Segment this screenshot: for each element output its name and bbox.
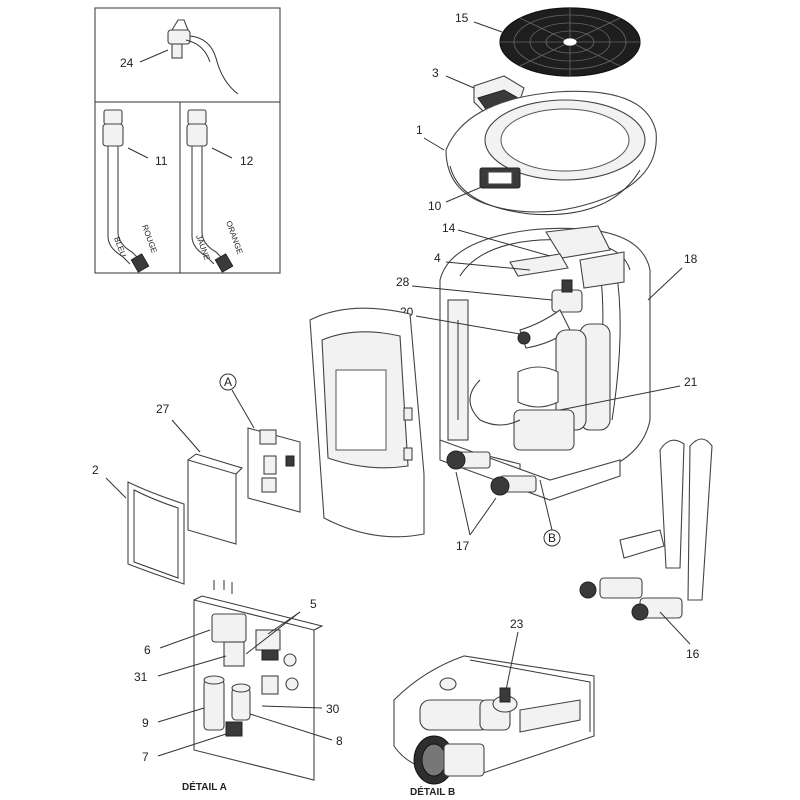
callout-7: 7 xyxy=(142,750,149,764)
callout-18: 18 xyxy=(684,252,698,266)
callout-12: 12 xyxy=(240,154,254,168)
part-12-probe xyxy=(186,109,234,273)
callout-9: 9 xyxy=(142,716,149,730)
part-17-unions xyxy=(439,439,621,501)
leader-8 xyxy=(249,713,333,741)
leader-detail-b xyxy=(539,479,553,531)
leader-16 xyxy=(659,611,691,645)
callout-17: 17 xyxy=(456,539,470,553)
leader-28 xyxy=(411,285,553,301)
callout-3: 3 xyxy=(432,66,439,80)
callout-21: 21 xyxy=(684,375,698,389)
leader-9 xyxy=(157,707,205,723)
callout-6: 6 xyxy=(144,643,151,657)
leader-27 xyxy=(171,419,201,453)
part-11-probe xyxy=(102,109,150,273)
callout-31: 31 xyxy=(134,670,148,684)
detail-a-marker xyxy=(219,373,237,391)
part-2-side-panel xyxy=(127,481,185,585)
callout-27: 27 xyxy=(156,402,170,416)
detail-b-caption: DÉTAIL B xyxy=(410,785,455,798)
leader-15 xyxy=(473,21,503,33)
leader-24 xyxy=(139,49,169,63)
detail-b-marker-label: B xyxy=(548,531,556,545)
leader-2 xyxy=(105,477,127,499)
leader-17a xyxy=(455,471,471,536)
callout-30: 30 xyxy=(326,702,340,716)
detail-a-caption-letter: A xyxy=(220,782,227,793)
leader-23 xyxy=(505,631,519,691)
part-15-fan-guard xyxy=(499,7,641,77)
leader-18 xyxy=(647,267,683,301)
detail-b-caption-letter: B xyxy=(448,787,455,798)
leader-14 xyxy=(457,229,551,257)
callout-28: 28 xyxy=(396,275,410,289)
part-16-pipe-assembly xyxy=(579,438,713,621)
callout-4: 4 xyxy=(434,251,441,265)
leader-7 xyxy=(157,733,227,757)
callout-16: 16 xyxy=(686,647,700,661)
leader-3 xyxy=(445,75,475,89)
callout-10: 10 xyxy=(428,199,442,213)
callout-15: 15 xyxy=(455,11,469,25)
detail-a-marker-label: A xyxy=(224,375,232,389)
part-14-fan-bracket xyxy=(509,225,625,289)
detail-b-union-closeup xyxy=(393,655,595,785)
callout-5: 5 xyxy=(310,597,317,611)
detail-a-caption: DÉTAIL A xyxy=(182,780,227,793)
callout-8: 8 xyxy=(336,734,343,748)
part-28-valve xyxy=(517,279,583,349)
callout-2: 2 xyxy=(92,463,99,477)
detail-a-electrical-assembly xyxy=(193,580,324,781)
leader-4 xyxy=(445,261,531,271)
leader-11 xyxy=(127,147,149,159)
callout-14: 14 xyxy=(442,221,456,235)
leader-12 xyxy=(211,147,233,159)
leader-1 xyxy=(423,137,445,151)
leader-6 xyxy=(159,629,211,649)
detail-b-caption-prefix: DÉTAIL xyxy=(410,785,448,798)
leader-31 xyxy=(157,655,227,677)
leader-21 xyxy=(559,385,681,411)
leader-5b xyxy=(245,611,301,655)
detail-b-marker xyxy=(543,529,561,547)
electrical-box xyxy=(247,427,301,513)
detail-a-caption-prefix: DÉTAIL xyxy=(182,780,220,793)
callout-23: 23 xyxy=(510,617,524,631)
part-27-cover xyxy=(187,453,243,545)
callout-1: 1 xyxy=(416,123,423,137)
part-1-top-housing xyxy=(445,90,657,216)
leader-30 xyxy=(261,705,323,709)
leader-17b xyxy=(469,497,497,536)
leader-detail-a xyxy=(231,389,255,429)
callout-11: 11 xyxy=(155,154,168,168)
part-24-sensor xyxy=(167,19,239,95)
leader-10 xyxy=(445,185,485,203)
callout-24: 24 xyxy=(120,56,134,70)
leader-20 xyxy=(415,315,521,335)
part-21-heat-exchanger xyxy=(469,323,611,451)
front-door-panel xyxy=(309,307,425,538)
